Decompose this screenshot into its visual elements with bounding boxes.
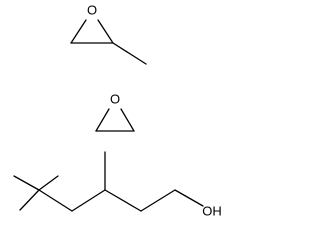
bond: [70, 19, 87, 44]
oxygen-label: O: [87, 2, 97, 17]
bond: [174, 189, 204, 207]
bond: [38, 175, 59, 191]
trimethylhexanol-structure: OH: [13, 151, 222, 218]
bond: [13, 175, 40, 191]
ethylene-oxide-structure: O: [95, 91, 135, 132]
bond: [140, 189, 176, 212]
bond: [120, 108, 135, 132]
bond: [97, 19, 114, 44]
hydroxyl-label: OH: [202, 203, 222, 218]
bond: [38, 189, 73, 212]
bond: [95, 108, 110, 132]
bond: [19, 189, 40, 211]
oxygen-label: O: [110, 91, 120, 106]
propylene-oxide-structure: O: [70, 2, 147, 65]
bond: [71, 189, 106, 212]
bond: [112, 42, 147, 65]
bond: [104, 189, 142, 212]
chemical-structure-diagram: O O OH: [13, 2, 222, 218]
